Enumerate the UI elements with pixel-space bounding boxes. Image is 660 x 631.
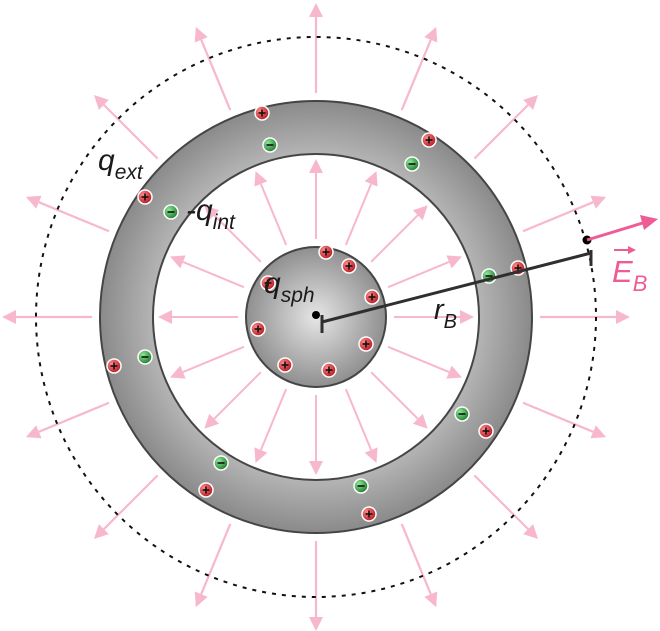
minus-charge-icon bbox=[353, 478, 369, 494]
outer-field-arrow bbox=[309, 541, 323, 631]
minus-charge-icon bbox=[404, 156, 420, 172]
outer-field-arrow bbox=[400, 26, 438, 111]
outer-field-arrows bbox=[2, 3, 630, 631]
inner-field-arrow bbox=[170, 255, 245, 289]
outer-field-arrow bbox=[194, 523, 232, 608]
outer-field-arrow bbox=[93, 474, 159, 540]
inner-field-arrow bbox=[204, 371, 262, 429]
label-r-b: rB bbox=[434, 294, 457, 333]
outer-field-arrow bbox=[25, 195, 110, 233]
plus-charge-icon bbox=[358, 336, 374, 352]
label-e-b: EB bbox=[612, 246, 647, 296]
plus-charge-icon bbox=[321, 362, 337, 378]
inner-field-arrow bbox=[394, 310, 474, 324]
inner-field-arrow bbox=[309, 395, 323, 475]
gaussian-surface-circle bbox=[35, 36, 597, 598]
plus-charge-icon bbox=[250, 321, 266, 337]
radius-line bbox=[312, 250, 593, 333]
outer-field-arrow bbox=[194, 26, 232, 111]
inner-field-arrow bbox=[254, 171, 288, 246]
outer-field-arrow bbox=[540, 310, 630, 324]
minus-charge-icon bbox=[163, 204, 179, 220]
plus-charge-icon bbox=[198, 482, 214, 498]
outer-field-arrow bbox=[93, 94, 159, 160]
plus-charge-icon bbox=[478, 423, 494, 439]
inner-field-arrow bbox=[370, 205, 428, 263]
inner-field-arrow bbox=[204, 205, 262, 263]
inner-field-arrow bbox=[170, 345, 245, 379]
plus-charge-icon bbox=[254, 105, 270, 121]
outer-field-arrow bbox=[309, 3, 323, 93]
outer-field-arrow bbox=[522, 195, 607, 233]
inner-field-arrows bbox=[158, 159, 474, 475]
plus-charge-icon bbox=[341, 258, 357, 274]
minus-charge-icon bbox=[213, 455, 229, 471]
inner-field-arrow bbox=[158, 310, 238, 324]
inner-field-arrow bbox=[344, 171, 378, 246]
outer-field-arrow bbox=[473, 94, 539, 160]
outer-field-arrow bbox=[2, 310, 92, 324]
inner-field-arrow bbox=[309, 159, 323, 239]
outer-field-arrow bbox=[522, 401, 607, 439]
plus-charge-icon bbox=[277, 357, 293, 373]
outer-field-arrow bbox=[473, 474, 539, 540]
plus-charge-icon bbox=[137, 189, 153, 205]
plus-charge-icon bbox=[421, 132, 437, 148]
svg-text:EB: EB bbox=[612, 254, 647, 296]
plus-charge-icon bbox=[364, 289, 380, 305]
plus-charge-icon bbox=[106, 358, 122, 374]
minus-charge-icon bbox=[454, 406, 470, 422]
inner-field-arrow bbox=[387, 345, 462, 379]
inner-field-arrow bbox=[370, 371, 428, 429]
field-point bbox=[582, 215, 658, 245]
minus-charge-icon bbox=[137, 349, 153, 365]
plus-charge-icon bbox=[318, 244, 334, 260]
label-q-sph: qsph bbox=[264, 267, 315, 307]
plus-charge-icon bbox=[260, 275, 276, 291]
inner-field-arrow bbox=[387, 255, 462, 289]
minus-charge-icon bbox=[262, 137, 278, 153]
outer-field-arrow bbox=[25, 401, 110, 439]
plus-charge-icon bbox=[361, 506, 377, 522]
label-q-ext: qext bbox=[98, 144, 144, 184]
inner-field-arrow bbox=[344, 388, 378, 463]
inner-field-arrow bbox=[254, 388, 288, 463]
label-q-int: -qint bbox=[186, 194, 236, 234]
outer-field-arrow bbox=[400, 523, 438, 608]
